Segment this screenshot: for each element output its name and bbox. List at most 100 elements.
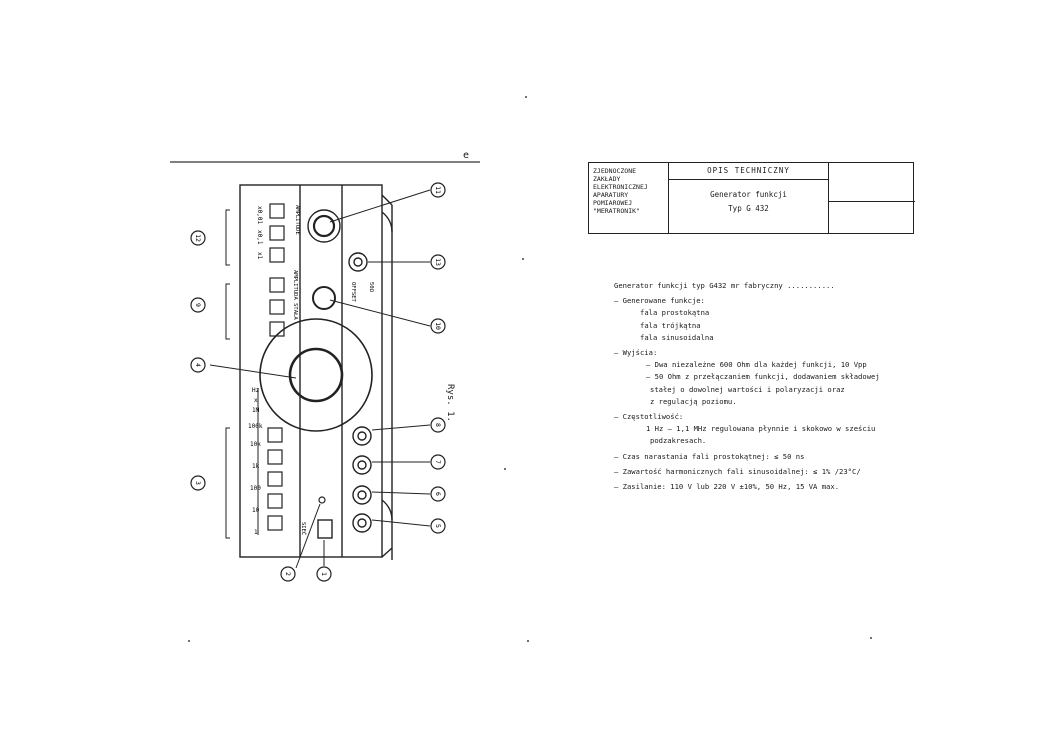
spec-heading: — Generowane funkcje: [614, 296, 705, 306]
power-label: SIEĆ [300, 522, 307, 535]
attn-label: x0,01 [256, 206, 263, 224]
power-switch[interactable] [317, 519, 333, 539]
spec-line: fala sinusoidalna [640, 332, 714, 342]
scan-speck [504, 468, 506, 470]
offset-label: OFFSET [350, 282, 356, 303]
power-lamp [318, 496, 326, 504]
connector[interactable] [352, 485, 372, 505]
doc-title-line: Generator funkcji [710, 190, 787, 199]
callout-number: 2 [284, 572, 292, 576]
org-line: "MERATRONIK" [593, 207, 640, 215]
range-button[interactable] [267, 427, 283, 443]
spec-line: – Dwa niezależne 600 Ohm dla każdej funk… [646, 360, 867, 370]
callout-number: 13 [434, 258, 442, 266]
range-label: 1M [252, 407, 260, 414]
range-label: 100k [248, 423, 263, 430]
callout-number: 3 [194, 481, 202, 485]
spec-line: — Czas narastania fali prostokątnej: ≤ 5… [614, 451, 805, 461]
range-label: Hz [252, 387, 260, 394]
title-block: OPIS TECHNICZNY Generator funkcji Typ G … [669, 163, 829, 233]
document-header: ZJEDNOCZONE ZAKŁADY ELEKTRONICZNEJ APARA… [588, 162, 915, 234]
group-brackets [225, 209, 230, 539]
attn-button[interactable] [269, 247, 285, 263]
spec-line: podzakresach. [650, 436, 707, 446]
front-panel-drawing: x1 x0,1 x0,01 AMPLITUDE AMPLITUDA STAŁA … [170, 161, 480, 582]
callout-number: 5 [434, 524, 442, 528]
spec-line: — Zasilanie: 110 V lub 220 V ±10%, 50 Hz… [614, 482, 840, 492]
figure-label: Rys. 1. [445, 384, 455, 422]
callout-number: 11 [434, 186, 442, 194]
org-line: ZAKŁADY [593, 175, 621, 183]
callout-number: 10 [434, 322, 442, 330]
callout-number: 4 [194, 363, 202, 367]
scan-speck [188, 640, 190, 642]
org-line: ELEKTRONICZNEJ [593, 183, 648, 191]
range-button[interactable] [267, 515, 283, 531]
waveform-button[interactable] [269, 299, 285, 315]
range-button[interactable] [267, 449, 283, 465]
spec-line: z regulacją poziomu. [650, 396, 737, 406]
callout-number: 9 [194, 303, 202, 307]
output-50-ohm-connector[interactable] [348, 252, 368, 272]
range-switches [267, 427, 283, 531]
range-label: 100 [250, 485, 261, 492]
spec-line: stałej o dowolnej wartości i polaryzacji… [650, 384, 845, 394]
frequency-dial-bezel [259, 318, 373, 432]
spec-line: fala prostokątna [640, 308, 710, 318]
organization-block: ZJEDNOCZONE ZAKŁADY ELEKTRONICZNEJ APARA… [589, 163, 669, 233]
org-line: POMIAROWEJ [593, 199, 633, 207]
scan-speck [527, 640, 529, 642]
org-line: ZJEDNOCZONE [593, 167, 637, 175]
spec-heading: — Częstotliwość: [614, 412, 684, 422]
scan-speck [522, 258, 524, 260]
spec-heading: — Wyjścia: [614, 348, 658, 358]
waveform-switches [269, 277, 285, 337]
callout-number: 8 [434, 423, 442, 427]
output-connectors [352, 426, 372, 533]
amplitude-label: AMPLITUDE [294, 205, 300, 235]
callout-number: 12 [194, 234, 202, 242]
doc-type: OPIS TECHNICZNY [669, 163, 828, 180]
doc-title-line: Typ G 432 [728, 204, 769, 213]
frequency-dial[interactable] [288, 347, 344, 403]
amplitude-knob[interactable] [307, 209, 341, 243]
callout-circles [190, 182, 446, 582]
instrument-outline [239, 184, 393, 560]
spec-line: 1 Hz – 1,1 MHz regulowana płynnie i skok… [646, 424, 876, 434]
waveform-label: AMPLITUDA STAŁA [292, 270, 298, 320]
range-button[interactable] [267, 471, 283, 487]
amplitude-knob-inner [312, 214, 336, 238]
attn-button[interactable] [269, 203, 285, 219]
attn-label: x0,1 [256, 230, 263, 245]
spec-line: — Zawartość harmonicznych fali sinusoida… [614, 466, 861, 476]
spec-line: – 50 Ohm z przełączaniem funkcji, dodawa… [646, 372, 880, 382]
connector-inner [353, 257, 363, 267]
callout-number: 1 [320, 572, 328, 576]
range-label: x [254, 397, 258, 404]
specification-text: Generator funkcji typ G432 mr fabryczny … [612, 280, 912, 493]
attn-button[interactable] [269, 225, 285, 241]
offset-knob[interactable] [312, 286, 336, 310]
range-label: 1 [254, 529, 258, 536]
callout-number: 6 [434, 492, 442, 496]
connector[interactable] [352, 513, 372, 533]
connector[interactable] [352, 426, 372, 446]
waveform-button[interactable] [269, 277, 285, 293]
range-button[interactable] [267, 493, 283, 509]
header-divider [829, 201, 915, 202]
spec-intro: Generator funkcji typ G432 mr fabryczny … [614, 281, 835, 290]
output-label: 50Ω [368, 282, 374, 293]
scan-speck [870, 637, 872, 639]
attn-label: x1 [256, 252, 263, 260]
callout-number: 7 [434, 460, 442, 464]
leader-lines [209, 189, 431, 569]
range-label: 10 [252, 507, 260, 514]
range-label: 10k [250, 441, 261, 448]
page-number: e [463, 150, 470, 161]
callout-numbers: 11 13 10 8 7 6 5 12 9 4 3 2 1 [194, 186, 442, 576]
scan-speck [525, 96, 527, 98]
attenuator-switches [269, 203, 285, 263]
spec-line: fala trójkątna [640, 320, 701, 330]
connector[interactable] [352, 455, 372, 475]
org-line: APARATURY [593, 191, 629, 199]
